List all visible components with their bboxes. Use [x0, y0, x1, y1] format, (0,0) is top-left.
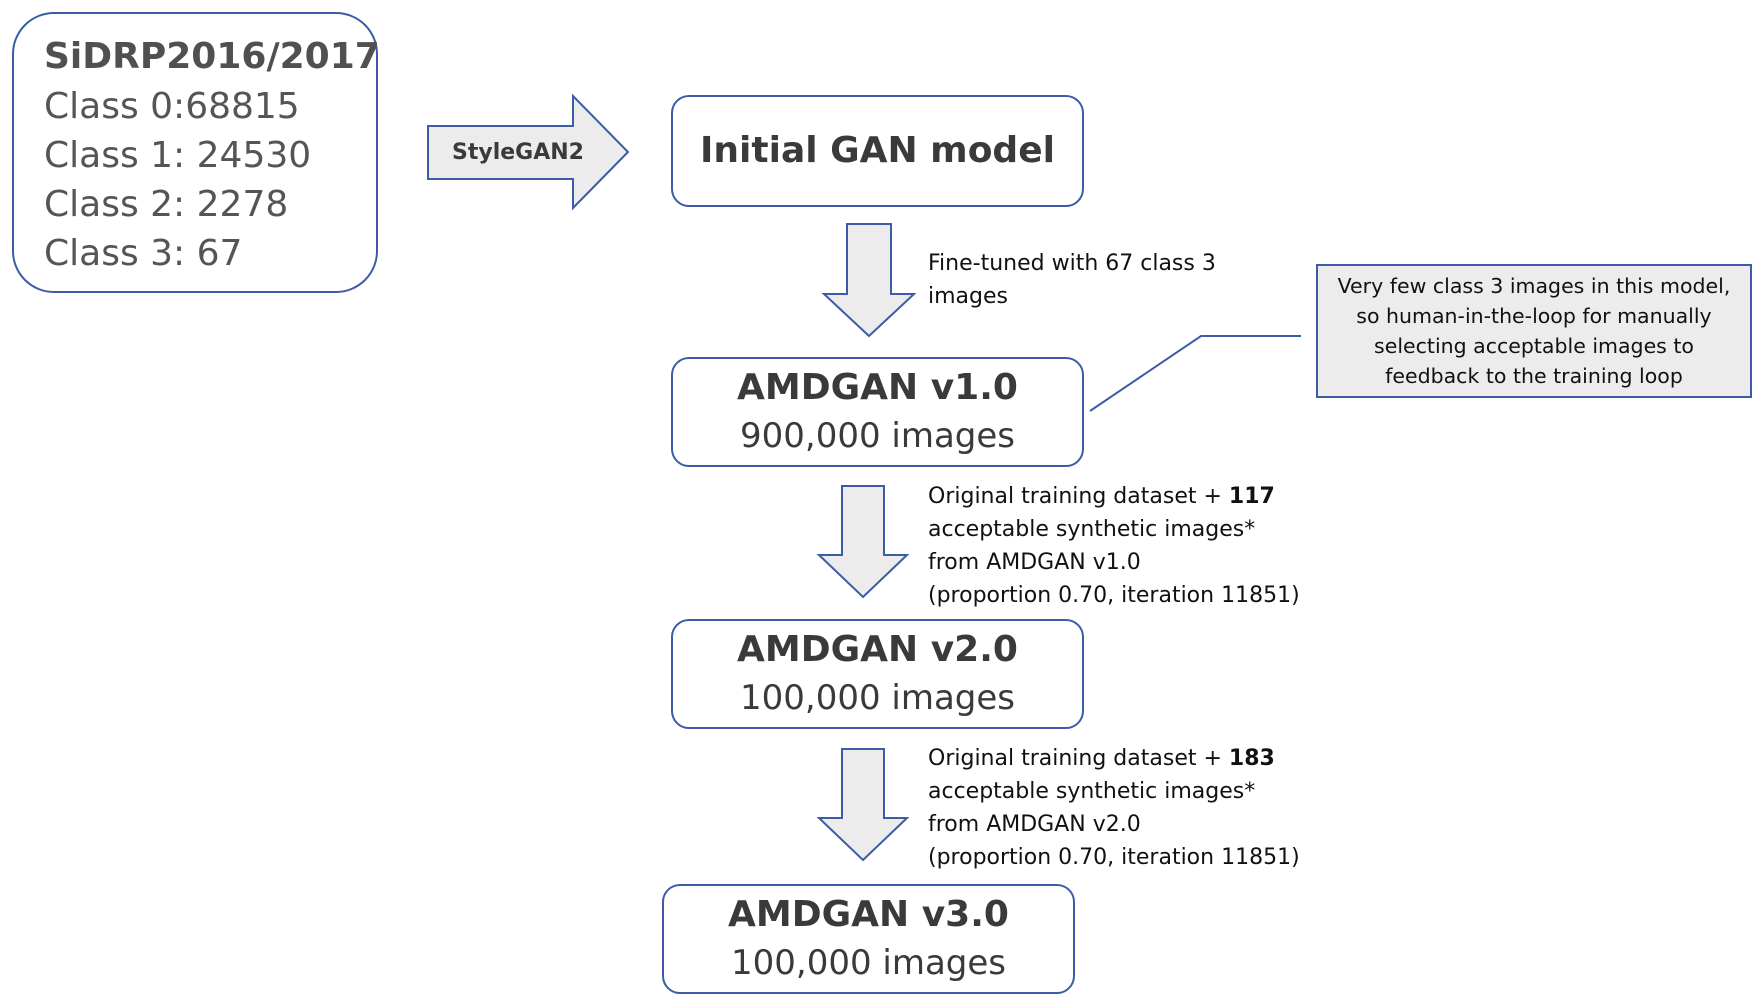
dataset-class-2: Class 2: 2278 [44, 184, 289, 225]
down-arrow-3 [816, 748, 910, 862]
v3-note-prefix: Original training dataset + [928, 746, 1229, 771]
callout-line-2: so human-in-the-loop for manually [1356, 304, 1712, 328]
v2-note-line-3: from AMDGAN v1.0 [928, 550, 1141, 575]
callout-line-4: feedback to the training loop [1385, 364, 1683, 388]
dataset-class-3: Class 3: 67 [44, 233, 243, 274]
human-in-the-loop-callout: Very few class 3 images in this model, s… [1316, 264, 1752, 398]
amdgan-v1-box: AMDGAN v1.0 900,000 images [671, 357, 1084, 467]
down-arrow-2 [816, 485, 910, 599]
v3-note-line-1: Original training dataset + 183 [928, 742, 1300, 775]
amdgan-v2-title: AMDGAN v2.0 [737, 629, 1018, 670]
down-arrow-1 [821, 223, 917, 338]
callout-connector-line [1089, 335, 1301, 412]
dataset-class-1: Class 1: 24530 [44, 135, 312, 176]
dataset-title: SiDRP2016/2017 [44, 36, 380, 77]
v2-training-note: Original training dataset + 117 acceptab… [928, 480, 1300, 612]
amdgan-v2-box: AMDGAN v2.0 100,000 images [671, 619, 1084, 729]
callout-line-1: Very few class 3 images in this model, [1337, 274, 1731, 298]
finetune-note-line-1: Fine-tuned with 67 class 3 [928, 251, 1216, 276]
amdgan-v1-title: AMDGAN v1.0 [737, 367, 1018, 408]
finetune-note: Fine-tuned with 67 class 3 images [928, 247, 1216, 313]
v3-training-note: Original training dataset + 183 acceptab… [928, 742, 1300, 874]
amdgan-v2-subtitle: 100,000 images [739, 678, 1016, 718]
v3-note-line-4: (proportion 0.70, iteration 11851) [928, 845, 1300, 870]
dataset-box: SiDRP2016/2017 Class 0:68815 Class 1: 24… [12, 12, 380, 293]
v3-note-line-2: acceptable synthetic images* [928, 779, 1256, 804]
v2-note-line-4: (proportion 0.70, iteration 11851) [928, 583, 1300, 608]
finetune-note-line-2: images [928, 284, 1008, 309]
v2-note-prefix: Original training dataset + [928, 484, 1229, 509]
amdgan-v3-subtitle: 100,000 images [730, 943, 1007, 983]
initial-gan-model-title: Initial GAN model [700, 130, 1055, 171]
v2-note-count: 117 [1228, 484, 1275, 509]
v2-note-line-1: Original training dataset + 117 [928, 480, 1300, 513]
dataset-class-0: Class 0:68815 [44, 86, 300, 127]
v3-note-count: 183 [1228, 746, 1275, 771]
initial-gan-model-box: Initial GAN model [671, 95, 1084, 207]
callout-line-3: selecting acceptable images to [1374, 334, 1694, 358]
v2-note-line-2: acceptable synthetic images* [928, 517, 1256, 542]
v3-note-line-3: from AMDGAN v2.0 [928, 812, 1141, 837]
amdgan-v3-box: AMDGAN v3.0 100,000 images [662, 884, 1075, 994]
amdgan-v3-title: AMDGAN v3.0 [728, 894, 1009, 935]
stylegan-arrow-label: StyleGAN2 [452, 140, 584, 165]
stylegan-right-arrow [427, 93, 630, 211]
amdgan-v1-subtitle: 900,000 images [739, 416, 1016, 456]
